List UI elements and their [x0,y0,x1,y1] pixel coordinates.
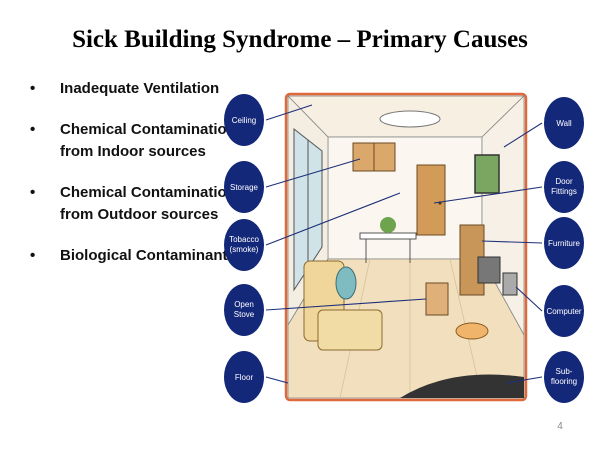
computer-monitor [502,272,518,296]
door-label-sub: Fittings [551,187,577,196]
connector-line [265,192,401,246]
connector-line [265,104,313,121]
computer-label: Computer [546,307,581,316]
tobacco-label: Tobacco [229,235,259,244]
furniture-label: Furniture [548,239,581,248]
ceiling-badge: Ceiling [224,94,264,146]
table-plant [380,217,396,233]
list-item-label: Chemical Contamination from Outdoor sour… [60,184,236,223]
door-label: Door [555,177,573,186]
sofa-seat [317,309,383,351]
sub-flooring-badge: Sub- flooring [544,351,584,403]
page-number: 4 [557,421,563,432]
list-item-label: Inadequate Ventilation [60,80,220,97]
sub-floor [400,374,524,398]
ceiling-lamp [379,110,441,128]
tobacco-label-sub: (smoke) [230,245,259,254]
list-item: • Biological Contaminants [30,245,240,267]
storage-badge: Storage [224,161,264,213]
door [416,164,446,236]
list-item-label: Chemical Contamination from Indoor sourc… [60,121,236,160]
room-illustration: Ceiling Storage Tobacco (smoke) Open Sto… [224,92,584,403]
connector-line [265,158,361,188]
connector-line [433,186,543,204]
back-wall [327,136,483,260]
tv-set [477,256,501,284]
list-item-label: Biological Contaminants [60,247,236,264]
open-stove-badge: Open Stove [224,284,264,336]
computer-badge: Computer [544,285,584,337]
sub-flooring-label: Sub- [556,367,573,376]
dining-table [359,232,417,240]
sub-flooring-label-sub: flooring [551,377,577,386]
open-stove-label: Open [234,300,254,309]
list-item: • Chemical Contamination from Outdoor so… [30,182,240,226]
furniture-badge: Furniture [544,217,584,269]
bullet-icon: • [30,247,36,264]
connector-line [515,286,543,312]
list-item: • Chemical Contamination from Indoor sou… [30,119,240,163]
open-stove-label-sub: Stove [234,310,255,319]
list-item: • Inadequate Ventilation [30,78,240,100]
connector-line [481,240,543,244]
tobacco-badge: Tobacco (smoke) [224,219,264,271]
bullet-icon: • [30,80,36,97]
cause-list: • Inadequate Ventilation • Chemical Cont… [30,78,240,286]
connector-line [503,122,543,148]
bullet-icon: • [30,184,36,201]
sofa-cushion [335,266,357,300]
slide-title: Sick Building Syndrome – Primary Causes [72,26,528,53]
floor-badge: Floor [224,351,264,403]
wall-picture [474,154,500,194]
stove-shelf [425,282,449,316]
connector-line [505,376,543,384]
wall-badge: Wall [544,97,584,149]
wall-label: Wall [556,119,571,128]
door-fittings-badge: Door Fittings [544,161,584,213]
connector-line [265,376,289,384]
bullet-icon: • [30,121,36,138]
storage-label: Storage [230,183,259,192]
connector-line [265,298,427,311]
floor-cushion [455,322,489,340]
ceiling-label: Ceiling [232,116,256,125]
floor-label: Floor [235,373,254,382]
